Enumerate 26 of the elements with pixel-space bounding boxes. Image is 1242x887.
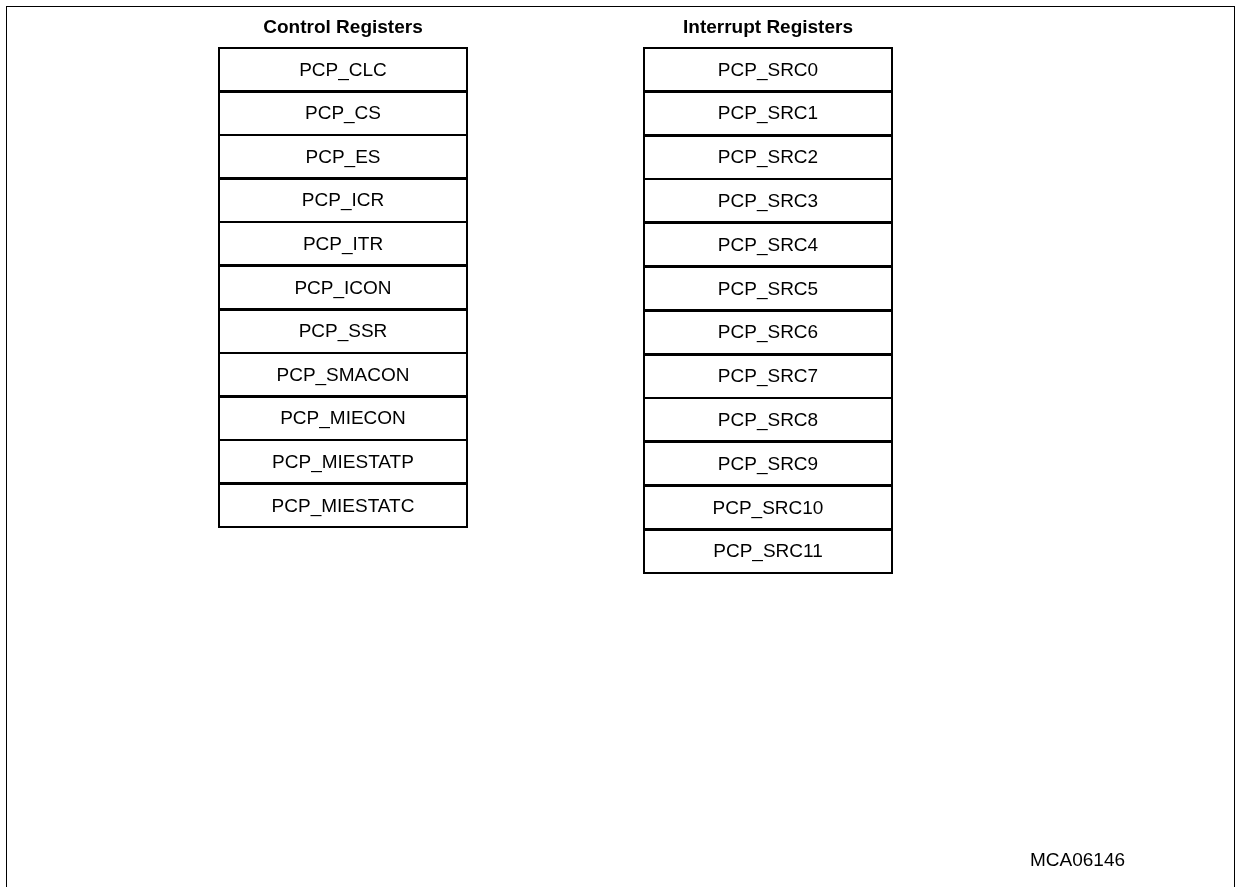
register-cell: PCP_SRC4 bbox=[643, 222, 893, 268]
register-cell: PCP_SRC8 bbox=[643, 397, 893, 443]
register-cell: PCP_SRC6 bbox=[643, 309, 893, 355]
register-cell: PCP_SRC1 bbox=[643, 90, 893, 136]
column-heading: Interrupt Registers bbox=[682, 16, 854, 38]
register-cell: PCP_SRC0 bbox=[643, 47, 893, 92]
register-cell: PCP_SRC10 bbox=[643, 485, 893, 530]
register-cell: PCP_MIESTATC bbox=[218, 483, 468, 528]
register-cell: PCP_ICON bbox=[218, 265, 468, 310]
register-cell: PCP_MIESTATP bbox=[218, 439, 468, 485]
register-cell: PCP_SRC5 bbox=[643, 266, 893, 311]
register-cell: PCP_CS bbox=[218, 90, 468, 136]
register-cell: PCP_SRC7 bbox=[643, 353, 893, 399]
register-cell: PCP_MIECON bbox=[218, 395, 468, 441]
register-cell: PCP_SMACON bbox=[218, 352, 468, 398]
register-cell: PCP_SRC2 bbox=[643, 134, 893, 180]
register-cell: PCP_ICR bbox=[218, 177, 468, 223]
figure-id: MCA06146 bbox=[1030, 849, 1126, 871]
register-cell: PCP_SSR bbox=[218, 308, 468, 354]
column-heading: Control Registers bbox=[262, 16, 424, 38]
register-cell: PCP_SRC11 bbox=[643, 528, 893, 574]
register-cell: PCP_SRC3 bbox=[643, 178, 893, 224]
register-cell: PCP_CLC bbox=[218, 47, 468, 92]
register-cell: PCP_ITR bbox=[218, 221, 468, 267]
register-cell: PCP_SRC9 bbox=[643, 441, 893, 487]
register-cell: PCP_ES bbox=[218, 134, 468, 180]
